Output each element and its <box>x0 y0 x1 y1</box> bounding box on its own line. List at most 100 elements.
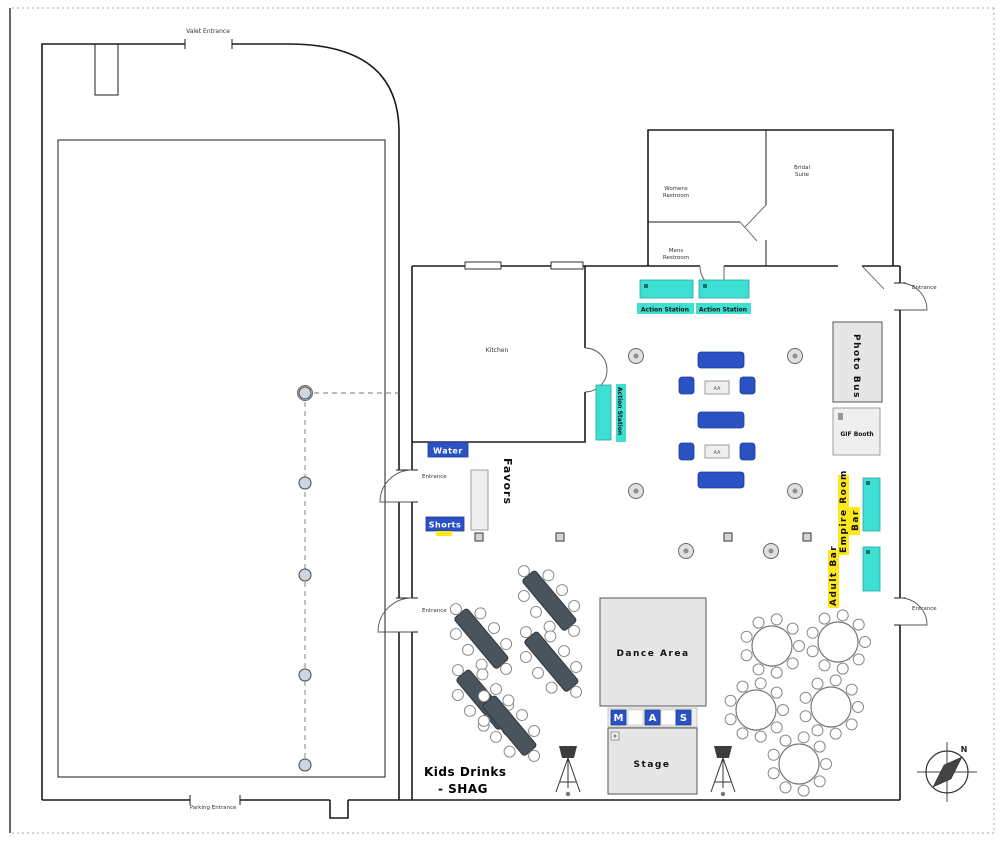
outer-wall-top-curve <box>232 43 400 133</box>
entrance-label-left-top: Entrance <box>422 474 447 480</box>
lounge-chair <box>678 442 695 461</box>
column-square <box>802 532 812 542</box>
bridal-door-leaf <box>744 204 767 228</box>
window <box>550 261 584 270</box>
marquee-letter: A <box>649 713 657 724</box>
valet-entrance-label: Valet Entrance <box>186 28 230 35</box>
lounge-chair <box>739 442 756 461</box>
left-building: Valet Entrance Parking Entrance <box>41 28 900 819</box>
lounge-chair <box>678 376 695 395</box>
door-arc-left-bottom <box>377 597 413 633</box>
label-highlight <box>637 303 694 314</box>
marquee-blank <box>660 709 677 726</box>
photo-area: Photo Bus GIF Booth <box>832 321 883 456</box>
label-highlight <box>849 507 860 535</box>
cocktail-table <box>628 483 644 499</box>
door-arc-right-top <box>899 282 928 311</box>
stage <box>607 727 698 795</box>
cocktail-table <box>787 483 803 499</box>
marquee-letter: M <box>614 713 624 724</box>
kids-drinks-label-1: Kids Drinks <box>424 765 506 779</box>
restroom-door-leaf <box>739 221 758 242</box>
dance-stage-area: Dance Area M A S Stage <box>555 597 736 797</box>
favors-label: Favors <box>501 458 514 505</box>
column-grid-line <box>304 392 399 768</box>
action-stations: Action Station Action Station Action Sta… <box>595 279 751 442</box>
bar-icon <box>866 550 870 554</box>
column <box>298 758 312 772</box>
womens-restroom-label-1: Womens <box>664 186 688 192</box>
action-station-label-3: Action Station <box>616 387 623 435</box>
lounge-sofa <box>697 411 745 429</box>
vestibule-wall <box>94 44 119 96</box>
compass-rose: N <box>917 742 977 802</box>
water-label: Water <box>433 447 463 456</box>
column-square <box>474 532 484 542</box>
parking-entrance-label: Parking Entrance <box>190 805 237 811</box>
coffee-table-label: AA <box>714 450 722 456</box>
womens-restroom-label-2: Restroom <box>663 193 689 199</box>
compass-needle <box>932 756 963 788</box>
coffee-table <box>704 380 730 395</box>
action-station-label-1: Action Station <box>641 307 689 314</box>
column <box>298 568 312 582</box>
empire-room-bar-label-1: Empire Room <box>839 469 849 553</box>
label-highlight <box>616 384 626 442</box>
empire-room-bar-label-2: Bar <box>851 509 861 531</box>
entry-door-leaf <box>861 265 885 290</box>
column-square <box>723 532 733 542</box>
marquee-letter: S <box>680 713 687 724</box>
stage-label: Stage <box>634 760 671 770</box>
column <box>298 386 312 400</box>
bar-counter <box>862 477 881 532</box>
entrance-label-left-bottom: Entrance <box>422 608 447 614</box>
marquee-letter-box <box>644 709 661 726</box>
bridal-suite-label-1: Bridal <box>794 165 810 171</box>
restroom-block-outer <box>647 129 894 266</box>
column <box>298 668 312 682</box>
cocktail-table <box>787 348 803 364</box>
gif-booth-icon <box>838 413 843 420</box>
cocktail-table <box>678 543 694 559</box>
dance-area-label: Dance Area <box>616 649 689 659</box>
lounge-chair <box>739 376 756 395</box>
compass-circle <box>925 750 969 794</box>
bars: Empire Room Bar Adult Bar <box>828 469 881 608</box>
bar-icon <box>866 481 870 485</box>
station-icon <box>644 284 648 288</box>
action-station-table <box>639 279 694 299</box>
valet-door-ticks <box>184 39 233 49</box>
action-station-table <box>698 279 750 299</box>
marquee-letter-box <box>610 709 627 726</box>
door-arc-left-top <box>379 469 413 503</box>
kitchen-label: Kitchen <box>486 347 509 354</box>
entrance-label-right-top: Entrance <box>912 285 937 291</box>
station-icon <box>703 284 707 288</box>
stage-icon-dot <box>613 734 617 738</box>
cocktail-table <box>763 543 779 559</box>
door-arc-right-bottom <box>899 597 928 626</box>
marquee-letter-box <box>675 709 692 726</box>
label-highlight <box>696 303 751 314</box>
inner-hall-wall <box>57 139 386 778</box>
label-highlight <box>838 475 849 555</box>
adult-bar-label: Adult Bar <box>829 545 839 606</box>
marquee-blank <box>627 709 644 726</box>
shorts-marker <box>436 531 452 536</box>
outer-wall-left <box>41 43 185 800</box>
parking-door-ticks <box>189 795 241 805</box>
bar-counter <box>862 546 881 592</box>
photo-bus-box <box>832 321 883 403</box>
window <box>464 261 502 270</box>
cocktail-table <box>628 348 644 364</box>
entrance-label-right-bottom: Entrance <box>912 606 937 612</box>
lounge-area: AA AA <box>678 351 756 489</box>
coffee-table-label: AA <box>714 386 722 392</box>
mens-restroom-label-1: Mens <box>669 248 684 254</box>
lounge-sofa <box>697 351 745 369</box>
mens-restroom-label-2: Restroom <box>663 255 689 261</box>
compass-north-label: N <box>961 745 968 754</box>
bridal-suite-label-2: Suite <box>795 172 810 178</box>
